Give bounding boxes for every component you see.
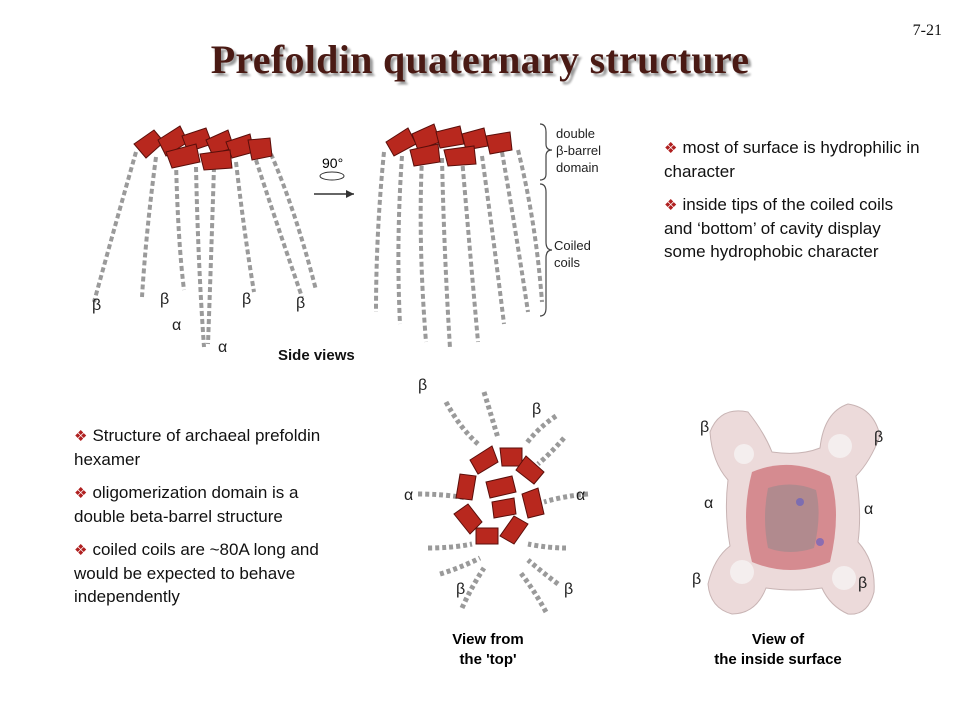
top-view-molecule (417, 391, 589, 614)
domain-label-line-1: double (556, 126, 595, 141)
diamond-bullet-icon: ❖ (74, 428, 88, 445)
inside-view-caption-line-2: the inside surface (714, 651, 842, 668)
slide-number: 7-21 (912, 22, 942, 39)
top-right-bullet-list: ❖most of surface is hydrophilic in chara… (664, 136, 924, 273)
top-view-greek-labels: β β α α β β (404, 377, 585, 598)
bullet-item: ❖inside tips of the coiled coils and ‘bo… (664, 193, 924, 263)
side-view-right-molecule (374, 123, 544, 349)
side-view-figure: β β α α β β 90° (92, 123, 601, 364)
slide-title: Prefoldin quaternary structure (210, 37, 750, 82)
side-label-beta-2: β (160, 291, 169, 308)
bullet-text: inside tips of the coiled coils and ‘bot… (664, 195, 894, 261)
bullet-item: ❖Structure of archaeal prefoldin hexamer (74, 424, 324, 471)
rotation-angle: 90° (322, 155, 343, 171)
side-view-greek-labels: β β α α β β (92, 291, 305, 356)
inside-view-greek-labels: β β α α β β (692, 419, 883, 592)
diamond-bullet-icon: ❖ (664, 140, 678, 157)
inside-label-beta-1: β (700, 419, 709, 436)
diamond-bullet-icon: ❖ (74, 542, 88, 559)
top-view-caption-line-2: the 'top' (459, 651, 516, 668)
top-label-beta-2: β (532, 401, 541, 418)
inside-label-alpha-1: α (704, 495, 713, 512)
top-label-beta-4: β (564, 581, 573, 598)
bullet-item: ❖most of surface is hydrophilic in chara… (664, 136, 924, 183)
diamond-bullet-icon: ❖ (664, 197, 678, 214)
coils-label: Coiled coils (554, 238, 591, 270)
top-view-caption-line-1: View from (452, 631, 523, 648)
side-label-beta-3: β (242, 291, 251, 308)
top-label-beta-3: β (456, 581, 465, 598)
bullet-item: ❖coiled coils are ~80A long and would be… (74, 538, 324, 608)
top-label-alpha-1: α (404, 487, 413, 504)
domain-label-line-3: domain (556, 160, 599, 175)
bullet-text: most of surface is hydrophilic in charac… (664, 138, 920, 181)
coils-label-line-1: Coiled (554, 238, 591, 253)
bullet-text: oligomerization domain is a double beta-… (74, 483, 299, 526)
domain-label-line-2: β-barrel (556, 143, 601, 158)
rotation-indicator: 90° (314, 155, 354, 198)
bullet-text: coiled coils are ~80A long and would be … (74, 540, 319, 606)
bullet-text: Structure of archaeal prefoldin hexamer (74, 426, 321, 469)
inside-label-beta-4: β (858, 575, 867, 592)
inside-label-alpha-2: α (864, 501, 873, 518)
top-view-figure: β β α α β β View from the 'top' (404, 377, 589, 668)
inside-label-beta-2: β (874, 429, 883, 446)
top-label-beta-1: β (418, 377, 427, 394)
side-view-left-molecule (92, 125, 318, 348)
side-label-beta-1: β (92, 297, 101, 314)
diamond-bullet-icon: ❖ (74, 485, 88, 502)
inside-view-caption-line-1: View of (752, 631, 805, 648)
bullet-item: ❖oligomerization domain is a double beta… (74, 481, 324, 528)
inside-view-figure: β β α α β β View of the inside surface (692, 403, 883, 668)
inside-view-molecule (707, 403, 881, 615)
domain-label: double β-barrel domain (556, 126, 601, 175)
side-label-beta-4: β (296, 295, 305, 312)
side-label-alpha-2: α (218, 339, 227, 356)
top-label-alpha-2: α (576, 487, 585, 504)
bottom-left-bullet-list: ❖Structure of archaeal prefoldin hexamer… (74, 424, 324, 618)
inside-label-beta-3: β (692, 571, 701, 588)
domain-braces (539, 123, 553, 317)
coils-label-line-2: coils (554, 255, 581, 270)
side-label-alpha-1: α (172, 317, 181, 334)
side-views-caption: Side views (278, 347, 355, 364)
